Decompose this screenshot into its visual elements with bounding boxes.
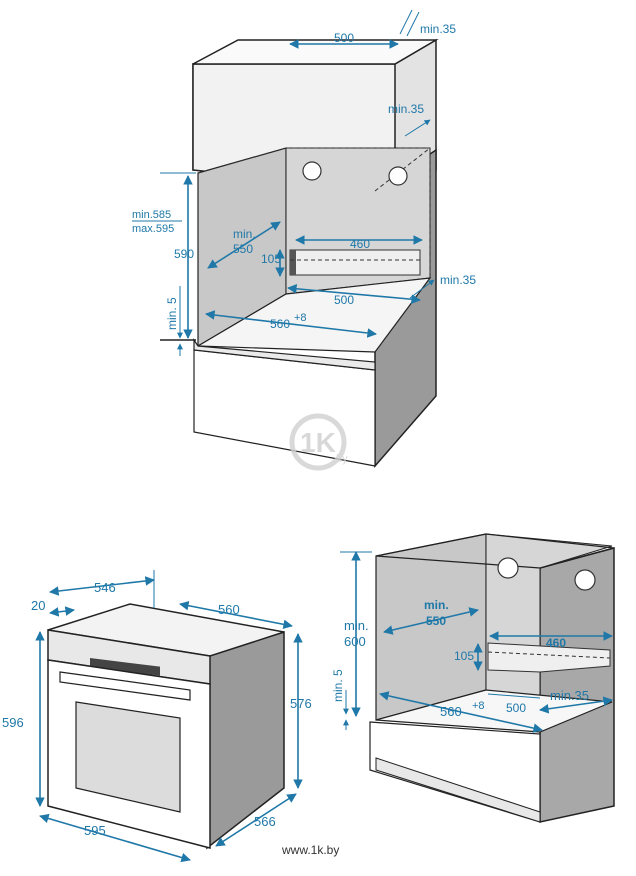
dim-566: 566: [254, 814, 276, 829]
dim-560-base-sup: +8: [472, 700, 485, 712]
dim-min35-d: min.35: [550, 688, 589, 703]
dim-min35-b: min.35: [388, 102, 424, 116]
base-dimensions: min. 600 min. 550 460 105 560 +8 500 min…: [331, 551, 613, 733]
dim-560-base: 560: [440, 704, 462, 719]
site-credit: www.1k.by: [281, 843, 339, 857]
dim-20: 20: [31, 598, 45, 613]
vent-hole-icon: [497, 557, 519, 579]
oven-drawing: [47, 603, 285, 850]
dim-590: 590: [174, 247, 194, 261]
dim-550-base: 550: [426, 614, 446, 628]
dim-500-base2: 500: [506, 701, 526, 715]
dim-560-oven: 560: [218, 602, 240, 617]
oven-window: [75, 701, 181, 813]
dim-500-top: 500: [334, 31, 354, 45]
cutout-edge: [290, 250, 296, 275]
niche-right-wall: [539, 547, 615, 823]
dim-560-sup: +8: [294, 312, 307, 324]
dim-600: 600: [344, 634, 366, 649]
dim-min5-top: min. 5: [165, 297, 179, 330]
dim-560: 560: [270, 317, 290, 331]
dim-min5-base: min. 5: [331, 669, 345, 702]
dim-576: 576: [290, 696, 312, 711]
oven-dimensions: 546 20 560 596 576 595 566: [2, 570, 312, 863]
dim-min-600-label: min.: [344, 618, 369, 633]
base-plinth: [193, 338, 376, 371]
dim-min-label: min.: [233, 227, 256, 241]
dim-460: 460: [350, 237, 370, 251]
dim-596: 596: [2, 715, 24, 730]
vent-hole-icon: [302, 161, 322, 181]
dim-min35-a: min.35: [420, 22, 456, 36]
dim-105: 105: [261, 252, 281, 266]
watermark-text: 1K: [300, 427, 336, 458]
vent-hole-icon: [574, 569, 596, 591]
top-cabinet-drawing: [160, 38, 439, 469]
dim-546: 546: [94, 580, 116, 595]
vent-hole-icon: [388, 166, 408, 186]
dim-595: 595: [84, 823, 106, 838]
niche-cutout: [487, 642, 611, 673]
top-dimensions: 500 min.35 min.35 min.585 max.595 590 mi…: [132, 9, 476, 356]
dim-460-base: 460: [546, 636, 566, 650]
dim-105-base: 105: [454, 649, 474, 663]
dim-min-550-label: min.: [424, 598, 449, 612]
watermark-suffix: by: [336, 453, 348, 465]
base-cabinet-drawing: [369, 533, 615, 823]
oven-display: [90, 658, 160, 676]
cable-cutout: [289, 249, 421, 276]
dim-min35-c: min.35: [440, 273, 476, 287]
dim-min585: min.585: [132, 209, 171, 221]
dim-max595: max.595: [132, 223, 174, 235]
oven-handle: [59, 671, 191, 701]
watermark-logo: 1K by: [289, 413, 348, 471]
dim-500-base: 500: [334, 293, 354, 307]
dim-550: 550: [233, 242, 253, 256]
